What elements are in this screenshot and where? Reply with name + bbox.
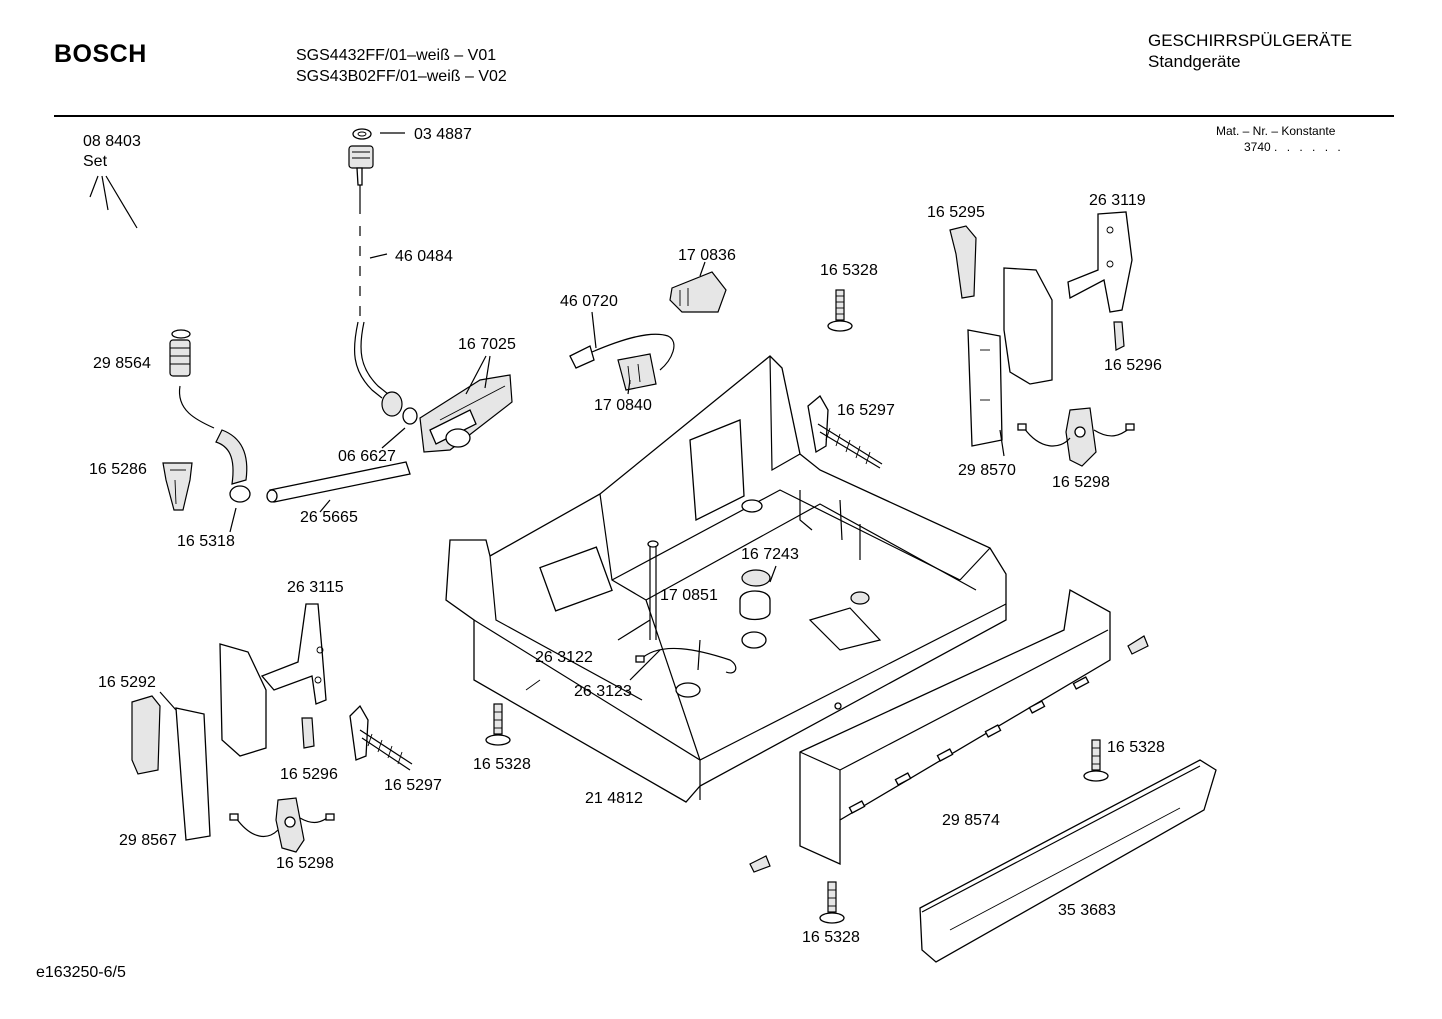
header-divider <box>54 115 1394 117</box>
set-leader-lines <box>89 175 138 229</box>
label-16-5286: 16 5286 <box>89 461 147 478</box>
label-16-5297-left: 16 5297 <box>384 777 442 794</box>
label-29-8570: 29 8570 <box>958 462 1016 479</box>
hose-clamp-part <box>162 462 193 511</box>
spring-right-part <box>807 395 883 469</box>
inlet-hose-part <box>348 128 418 425</box>
label-03-4887: 03 4887 <box>414 126 472 143</box>
screw-right-part <box>1083 739 1109 782</box>
small-screw-right-part <box>1127 635 1149 655</box>
label-17-0851: 17 0851 <box>660 587 718 604</box>
label-26-3115: 26 3115 <box>287 579 344 596</box>
label-set: Set <box>83 153 108 170</box>
label-16-5328-mid: 16 5328 <box>473 756 531 773</box>
label-46-0484: 46 0484 <box>395 248 453 265</box>
small-screw-left-part <box>749 855 771 873</box>
model-line-2: SGS43B02FF/01–weiß – V02 <box>296 68 507 85</box>
label-26-5665: 26 5665 <box>300 509 358 526</box>
internal-cable-part <box>635 647 737 674</box>
kick-panel-part <box>799 588 1111 866</box>
appliance-subcategory: Standgeräte <box>1148 52 1241 71</box>
connector-block-part <box>669 261 727 313</box>
label-29-8574: 29 8574 <box>942 812 1000 829</box>
label-16-5296-left: 16 5296 <box>280 766 338 783</box>
right-bracket-assembly <box>949 211 1135 467</box>
brand-logo: BOSCH <box>54 40 147 68</box>
label-17-0836: 17 0836 <box>678 247 736 264</box>
model-line-1: SGS4432FF/01–weiß – V01 <box>296 47 497 64</box>
label-35-3683: 35 3683 <box>1058 902 1116 919</box>
label-16-5328-right: 16 5328 <box>1107 739 1165 756</box>
screw-middle-part <box>485 703 511 746</box>
material-number-code: 3740 <box>1244 140 1271 154</box>
label-16-5328-top: 16 5328 <box>820 262 878 279</box>
label-16-5295: 16 5295 <box>927 204 985 221</box>
label-08-8403: 08 8403 <box>83 133 141 150</box>
label-16-5298-left: 16 5298 <box>276 855 334 872</box>
appliance-category: GESCHIRRSPÜLGERÄTE <box>1148 31 1353 50</box>
label-29-8564: 29 8564 <box>93 355 151 372</box>
cable-connector-part <box>569 311 675 395</box>
material-number-dots: . . . . . . <box>1274 140 1344 154</box>
label-26-3123: 26 3123 <box>574 683 632 700</box>
label-16-7243: 16 7243 <box>741 546 799 563</box>
label-06-6627: 06 6627 <box>338 448 396 465</box>
label-26-3122: 26 3122 <box>535 649 593 666</box>
valve-unit-part <box>419 355 513 453</box>
label-21-4812: 21 4812 <box>585 790 643 807</box>
material-number-label: Mat. – Nr. – Konstante <box>1216 124 1336 138</box>
label-17-0840: 17 0840 <box>594 397 652 414</box>
label-16-5318: 16 5318 <box>177 533 235 550</box>
label-16-5298-right: 16 5298 <box>1052 474 1110 491</box>
plinth-part <box>919 759 1217 963</box>
base-tub-part <box>445 355 1007 803</box>
label-16-7025: 16 7025 <box>458 336 516 353</box>
drain-fitting-part <box>169 329 251 533</box>
label-16-5297-right: 16 5297 <box>837 402 895 419</box>
label-46-0720: 46 0720 <box>560 293 618 310</box>
material-number-value: 3740 . . . . . . <box>1244 140 1344 154</box>
label-16-5296-right: 16 5296 <box>1104 357 1162 374</box>
label-16-5292: 16 5292 <box>98 674 156 691</box>
drain-hose-part <box>266 461 411 513</box>
label-16-5328-bottom: 16 5328 <box>802 929 860 946</box>
drawing-id: e163250-6/5 <box>36 964 126 981</box>
label-29-8567: 29 8567 <box>119 832 177 849</box>
left-bracket-assembly <box>131 603 335 853</box>
label-26-3119: 26 3119 <box>1089 192 1146 209</box>
screw-bottom-part <box>819 881 845 924</box>
spring-left-part <box>349 704 413 771</box>
screw-top-part <box>827 289 853 332</box>
